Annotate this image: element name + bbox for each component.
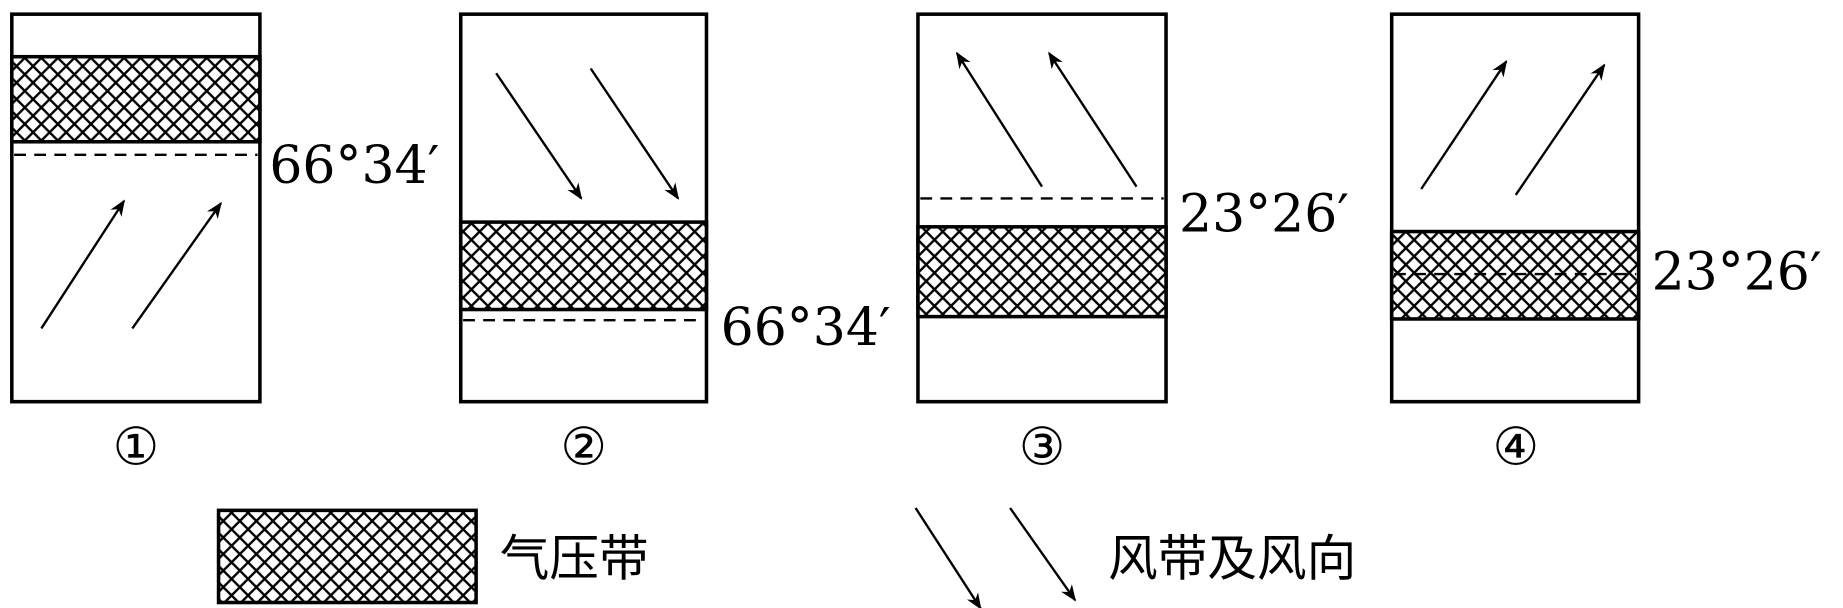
panel-3: 23°26′ ③: [916, 12, 1349, 477]
pressure-belt: [10, 54, 262, 144]
panel-number: ④: [1492, 417, 1539, 477]
panel-number: ②: [560, 417, 607, 477]
panel-4: 23°26′ ④: [1389, 12, 1822, 477]
panel-2: 66°34′ ②: [458, 12, 891, 477]
wind-arrow: [1048, 51, 1138, 188]
pressure-belt: [916, 225, 1168, 319]
panel-1: 66°34′ ①: [10, 12, 439, 477]
legend-wind-arrow: [1009, 507, 1077, 602]
wind-arrow: [955, 51, 1043, 188]
wind-arrow: [131, 201, 222, 330]
wind-arrow: [589, 67, 680, 200]
latitude-label: 23°26′: [1652, 242, 1822, 302]
panel-number: ③: [1019, 417, 1066, 477]
latitude-label: 66°34′: [269, 136, 439, 196]
pressure-belt: [458, 220, 709, 312]
wind-arrow: [495, 72, 583, 200]
legend: 气压带 风带及风向: [216, 507, 1356, 608]
wind-arrow: [1420, 60, 1508, 190]
legend-pressure-belt-label: 气压带: [500, 529, 649, 587]
panel-number: ①: [113, 417, 160, 477]
wind-arrow: [1514, 63, 1606, 196]
latitude-label: 66°34′: [721, 298, 891, 358]
legend-wind-belt-label: 风带及风向: [1108, 529, 1356, 587]
legend-wind-arrow: [914, 507, 982, 608]
wind-arrow: [40, 199, 126, 330]
latitude-label: 23°26′: [1179, 185, 1349, 245]
legend-pressure-belt-swatch: [216, 508, 478, 605]
pressure-belt: [1389, 229, 1641, 321]
